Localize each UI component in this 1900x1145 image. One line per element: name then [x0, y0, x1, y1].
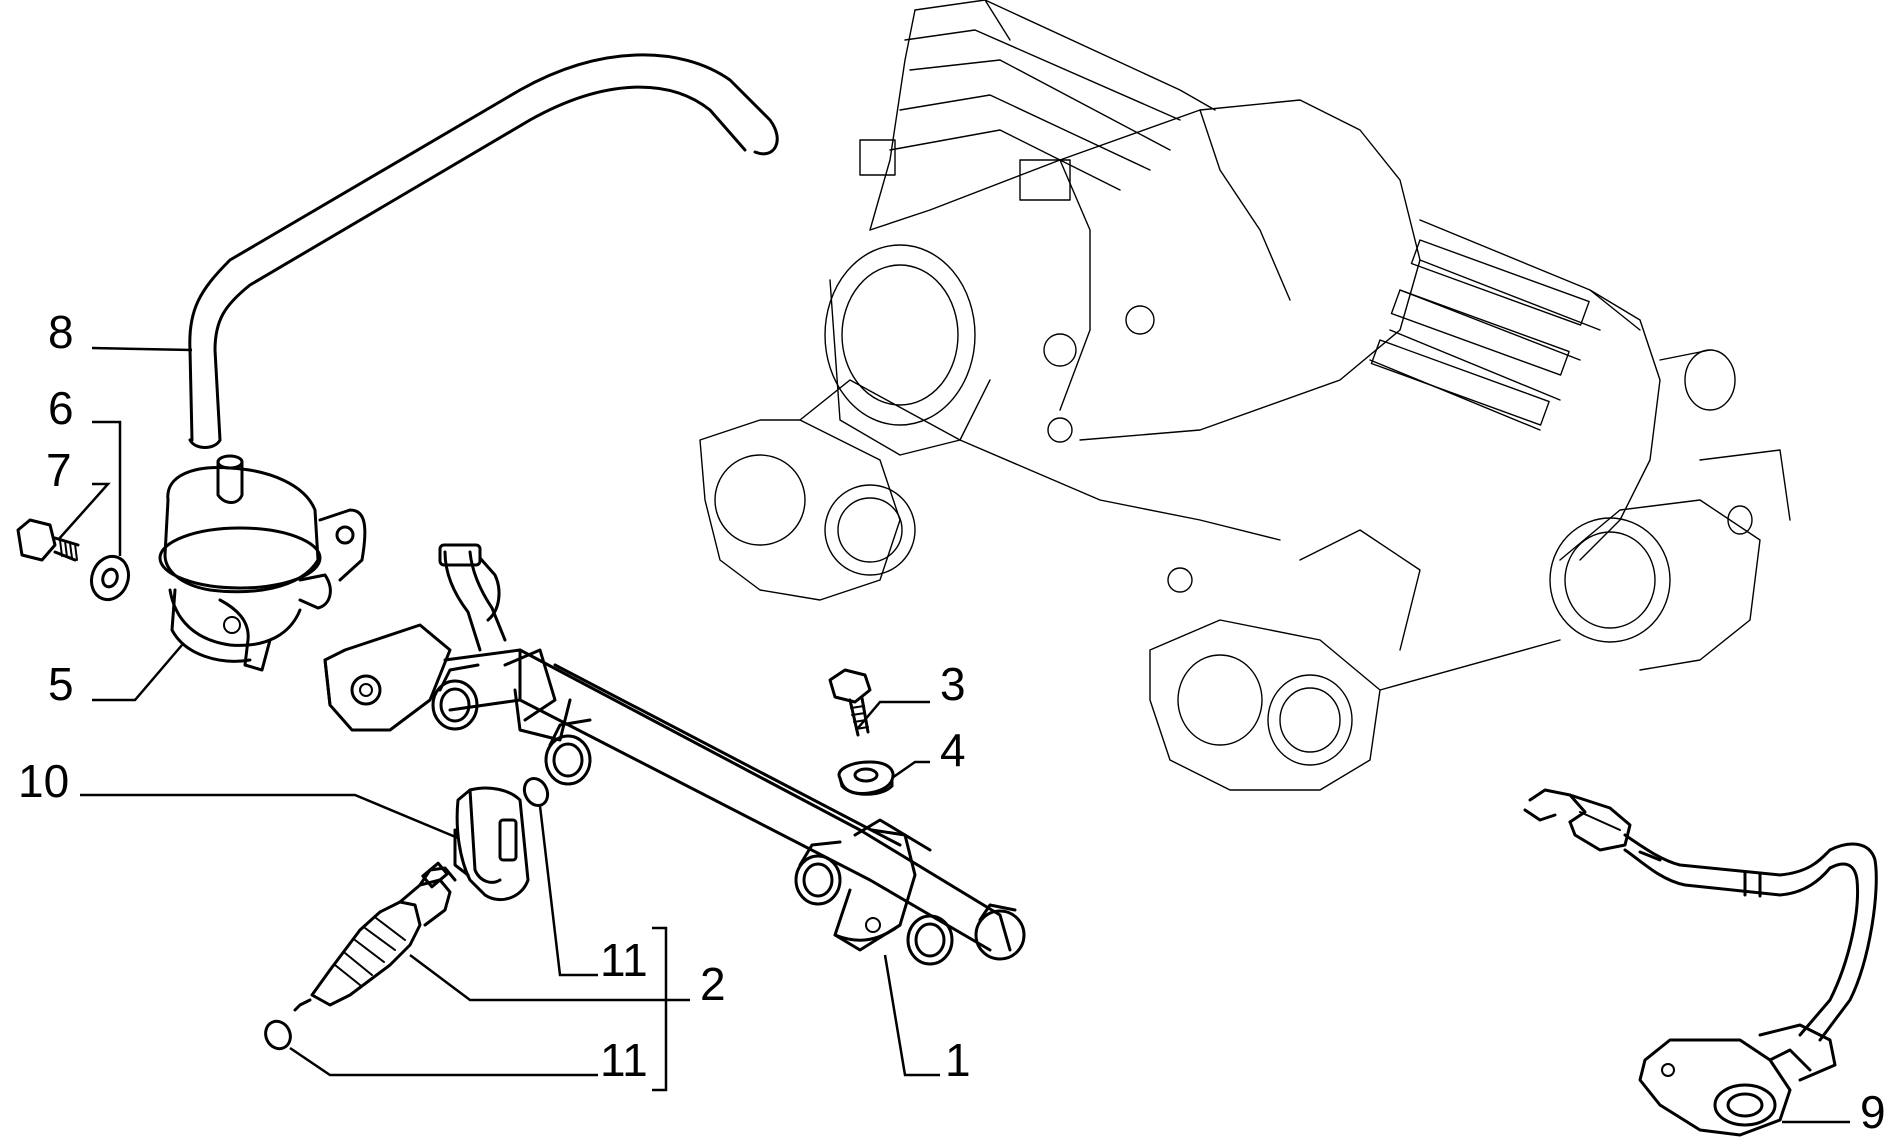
callout-5: 5 — [48, 658, 74, 710]
bracket-2 — [652, 926, 668, 1092]
callout-11-lower: 11 — [600, 1034, 648, 1086]
callout-7: 7 — [46, 444, 72, 496]
callout-4: 4 — [940, 724, 966, 776]
o-ring-lower-icon — [264, 1019, 292, 1051]
fuel-rail-icon — [323, 543, 1026, 966]
leader-11-lower — [289, 1046, 598, 1077]
washer-small-icon — [837, 760, 895, 796]
injector-clip-icon — [453, 786, 530, 901]
callout-9: 9 — [1860, 1086, 1886, 1138]
callout-labels: 8 6 7 5 10 11 2 11 1 3 4 9 — [18, 306, 1886, 1138]
sensor-harness-icon — [1523, 788, 1878, 1137]
leader-2 — [409, 954, 690, 1002]
callout-11-upper: 11 — [600, 934, 648, 986]
vacuum-hose-icon — [188, 53, 779, 449]
intake-manifold-icon — [699, 0, 1791, 791]
pressure-regulator-icon — [158, 454, 367, 672]
leader-5 — [92, 644, 183, 702]
callout-6: 6 — [48, 382, 74, 434]
leader-4 — [891, 760, 930, 780]
callout-1: 1 — [945, 1034, 971, 1086]
washer-icon — [89, 554, 131, 602]
fuel-injector-icon — [293, 861, 457, 1012]
leader-6 — [92, 420, 122, 556]
leader-10 — [80, 793, 459, 840]
screw-icon — [828, 668, 872, 737]
leader-1 — [883, 954, 940, 1077]
leader-7 — [57, 482, 111, 541]
callout-8: 8 — [48, 306, 74, 358]
callout-3: 3 — [940, 658, 966, 710]
callout-10: 10 — [18, 755, 69, 807]
callout-2: 2 — [700, 958, 726, 1010]
leader-8 — [91, 346, 193, 352]
leader-3 — [857, 700, 930, 729]
leader-11-upper — [538, 805, 598, 977]
o-ring-upper-icon — [522, 776, 550, 808]
leader-lines — [57, 346, 1850, 1124]
